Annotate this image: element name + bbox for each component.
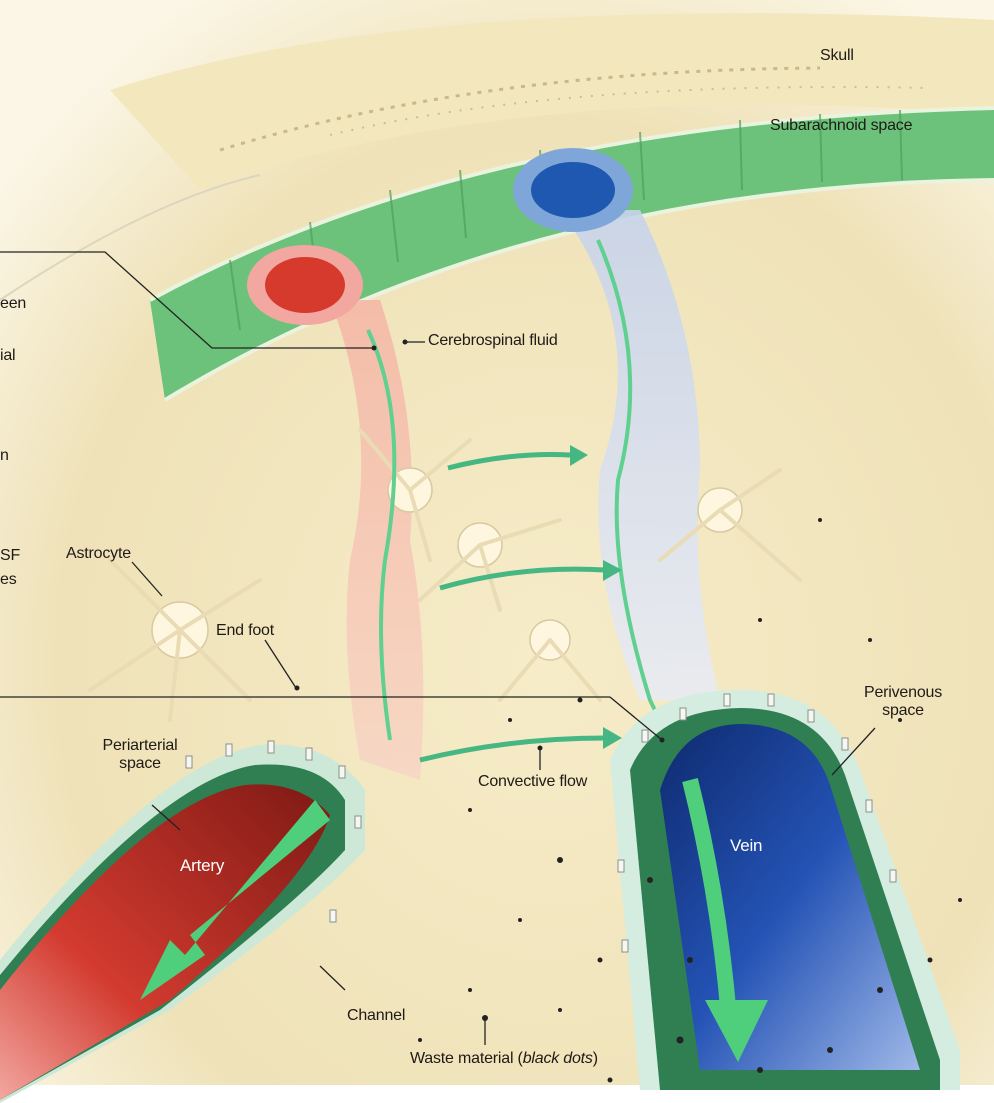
label-cerebrospinal-fluid: Cerebrospinal fluid — [428, 332, 558, 350]
label-convective-flow: Convective flow — [478, 773, 587, 791]
label-skull: Skull — [820, 47, 854, 65]
label-end-foot: End foot — [216, 622, 274, 640]
label-vein: Vein — [730, 836, 762, 856]
cutoff-text-5: es — [0, 571, 17, 589]
label-astrocyte: Astrocyte — [66, 545, 131, 563]
label-waste-material: Waste material (black dots) — [410, 1050, 598, 1068]
label-artery: Artery — [180, 856, 224, 876]
cutoff-text-2: ial — [0, 347, 15, 365]
label-periarterial-space: Periarterial space — [86, 737, 194, 773]
label-subarachnoid-space: Subarachnoid space — [770, 117, 912, 135]
cutoff-text-4: SF — [0, 547, 20, 565]
cutoff-text-1: een — [0, 295, 26, 313]
cutoff-text-3: n — [0, 447, 9, 465]
label-perivenous-space: Perivenous space — [848, 684, 958, 720]
label-channel: Channel — [347, 1007, 405, 1025]
